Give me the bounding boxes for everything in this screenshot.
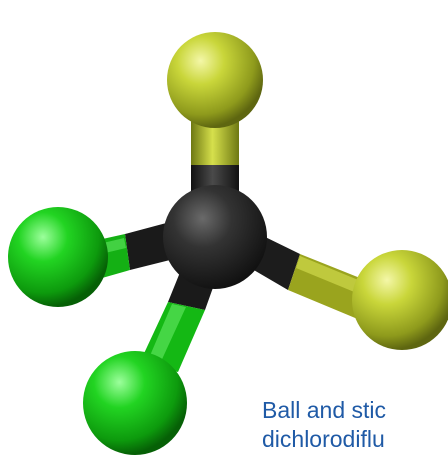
- chlorine-atom-bottom: [83, 351, 187, 455]
- fluorine-atom-top: [167, 32, 263, 128]
- caption-line-1: Ball and stic: [262, 397, 387, 423]
- fluorine-atom-right: [352, 250, 448, 350]
- carbon-atom: [163, 185, 267, 289]
- image-caption: Ball and stic dichlorodiflu: [262, 396, 448, 454]
- chlorine-atom-left: [8, 207, 108, 307]
- caption-line-2: dichlorodiflu: [262, 426, 385, 452]
